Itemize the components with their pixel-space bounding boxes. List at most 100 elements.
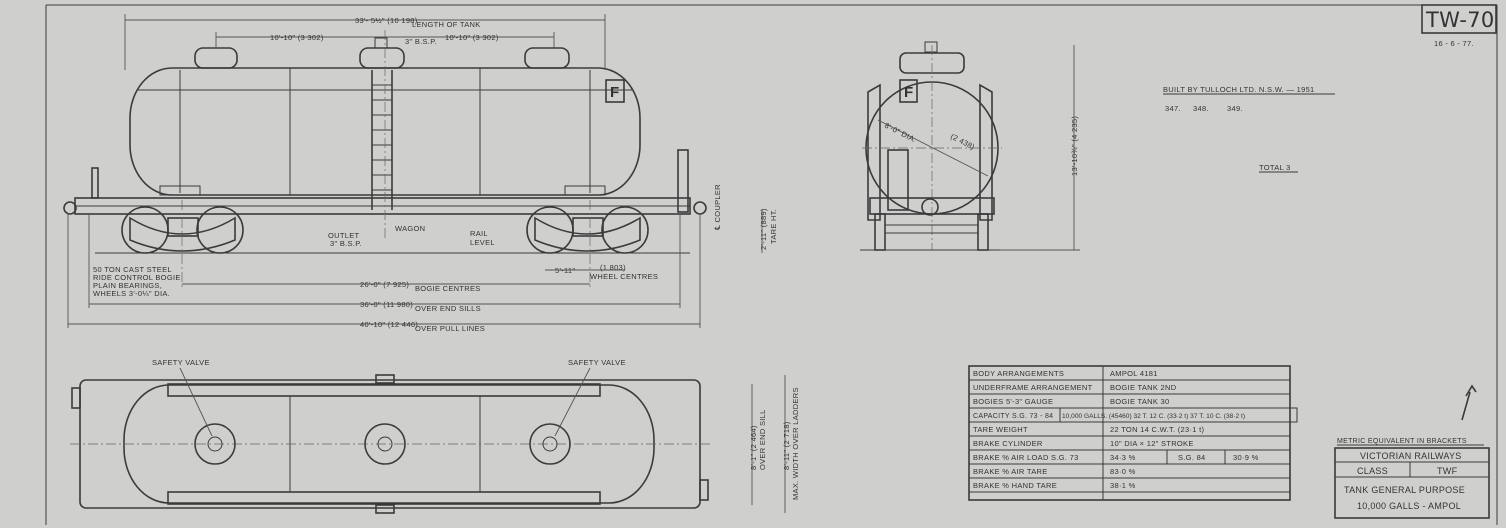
spec-value: 10,000 GALLS. (45460) 32 T. 12 C. (33·2 … (1062, 413, 1245, 420)
class-label: CLASS (1357, 466, 1388, 476)
spec-value: 34·3 % (1110, 453, 1136, 462)
tare-height-dim: 2'-11" (889) (759, 208, 768, 250)
build-info: BUILT BY TULLOCH LTD. N.S.W. — 1951 347.… (1163, 85, 1335, 173)
end-sill-width-dim: 8'-1" (2 464) (749, 425, 758, 470)
drawing-line (699, 479, 709, 501)
diameter-metric: (2 438) (949, 132, 976, 152)
drawing-line (572, 217, 604, 237)
plan-view: SAFETY VALVE SAFETY VALVE 8'-1" (2 464) … (70, 358, 800, 514)
drawing-line (887, 149, 909, 211)
drawing-line (167, 217, 199, 237)
drawing-line (564, 185, 606, 196)
drawing-date: 16 - 6 - 77. (1434, 39, 1474, 48)
outlet-label: OUTLET (328, 231, 360, 240)
description-line-1: TANK GENERAL PURPOSE (1344, 485, 1465, 495)
end-sill-width-label: OVER END SILL (758, 409, 767, 470)
safety-valve-left-label: SAFETY VALVE (152, 358, 210, 367)
logo-box (605, 79, 625, 103)
railway-name: VICTORIAN RAILWAYS (1360, 451, 1462, 461)
side-elevation: F (63, 30, 707, 290)
drawing-line (867, 83, 881, 221)
tare-height-label: TARE HT. (769, 209, 778, 244)
spec-value: AMPOL 4181 (1110, 369, 1158, 378)
bogie-centres-label: BOGIE CENTRES (415, 284, 481, 293)
level-label: LEVEL (470, 238, 495, 247)
spec-value: 22 TON 14 C.W.T. (23·1 t) (1110, 425, 1205, 434)
dome-spacing-right: 10'-10" (3 302) (445, 33, 499, 42)
drawing-line (179, 367, 213, 437)
built-by-text: BUILT BY TULLOCH LTD. N.S.W. — 1951 (1163, 85, 1315, 94)
spec-value: S.G. 84 (1178, 453, 1206, 462)
safety-valve-right-label: SAFETY VALVE (568, 358, 626, 367)
drawing-line (91, 167, 99, 199)
drawing-line (542, 436, 558, 452)
class-value: TWF (1437, 466, 1458, 476)
logo-letter: F (610, 84, 619, 101)
spec-value: BOGIE TANK 2ND (1110, 383, 1177, 392)
spec-label: UNDERFRAME ARRANGEMENT (973, 383, 1093, 392)
end-sills-label: OVER END SILLS (415, 304, 481, 313)
coupler-right (693, 201, 707, 215)
spec-label: TARE WEIGHT (973, 425, 1028, 434)
max-width-dim: 8'-11" (2 718) (782, 421, 791, 470)
signature-mark (1461, 384, 1477, 421)
spec-label: BRAKE CYLINDER (973, 439, 1043, 448)
drawing-line (167, 491, 601, 505)
drawing-line (129, 216, 236, 252)
wagon-number: 349. (1227, 104, 1243, 113)
sheet-border (45, 4, 1498, 525)
drawing-line (884, 224, 979, 234)
spec-label: BODY ARRANGEMENTS (973, 369, 1064, 378)
side-dimensions: 33'- 5½" (10 198) LENGTH OF TANK 10'-10"… (67, 14, 778, 333)
drawing-line (534, 216, 641, 252)
top-fitting-label: 3" B.S.P. (405, 37, 437, 46)
drawing-line (364, 423, 406, 465)
drawing-line (554, 367, 591, 437)
drawing-line (877, 119, 989, 177)
spec-table: BODY ARRANGEMENTS AMPOL 4181 UNDERFRAME … (968, 365, 1298, 501)
diameter-dim: 8'-0" DIA. (883, 121, 918, 145)
rail-label: RAIL (470, 229, 488, 238)
drawing-line (375, 504, 395, 514)
spec-label: BOGIES 5'-3" GAUGE (973, 397, 1053, 406)
spec-value: 30·9 % (1233, 453, 1259, 462)
spec-value: 10" DIA × 12" STROKE (1110, 439, 1194, 448)
wagon-number: 348. (1193, 104, 1209, 113)
drawing-line (71, 387, 81, 409)
drawing-line (194, 47, 238, 69)
pull-lines-dim: 40'-10" (12 446) (360, 320, 418, 329)
drawing-line (968, 365, 1291, 501)
drawing-line (375, 374, 395, 384)
drawing-line (924, 41, 938, 53)
bogie-note-line: 50 TON CAST STEEL (93, 265, 172, 274)
metric-note: METRIC EQUIVALENT IN BRACKETS (1337, 438, 1467, 445)
wagon-number: 347. (1165, 104, 1181, 113)
spec-value: 83·0 % (1110, 467, 1136, 476)
spec-value: BOGIE TANK 30 (1110, 397, 1169, 406)
drawing-line (359, 47, 405, 69)
pull-lines-label: OVER PULL LINES (415, 324, 485, 333)
drawing-line: BODY ARRANGEMENTS AMPOL 4181 UNDERFRAME … (973, 369, 1259, 490)
drawing-line (529, 423, 571, 465)
end-view: F 8'-0" DIA. (2 438) 13'-10¾" (4 235) (860, 41, 1080, 251)
spec-label: BRAKE % HAND TARE (973, 481, 1057, 490)
drawing-line (677, 149, 689, 213)
end-logo-letter: F (904, 84, 913, 101)
drawing-number-box (1421, 4, 1497, 34)
drawing-number: TW-70 (1425, 8, 1495, 32)
wheel-centres-dim: 5'-11" (555, 266, 575, 275)
drawing-line (377, 436, 393, 452)
drawing-line (921, 198, 939, 216)
drawing-line (1334, 447, 1490, 519)
spec-label: BRAKE % AIR LOAD S.G. 73 (973, 453, 1079, 462)
wheel-centres-label: WHEEL CENTRES (590, 272, 658, 281)
length-of-tank-dim: 33'- 5½" (10 198) (355, 16, 418, 25)
bogie-note-line: PLAIN BEARINGS, (93, 281, 162, 290)
title-block: METRIC EQUIVALENT IN BRACKETS VICTORIAN … (1334, 438, 1490, 519)
wagon-label: WAGON (395, 224, 425, 233)
height-dim: 13'-10¾" (4 235) (1070, 116, 1079, 176)
drawing-line (524, 47, 570, 69)
bogie-note-line: RIDE CONTROL BOGIE (93, 273, 181, 282)
drawing-line (194, 423, 236, 465)
